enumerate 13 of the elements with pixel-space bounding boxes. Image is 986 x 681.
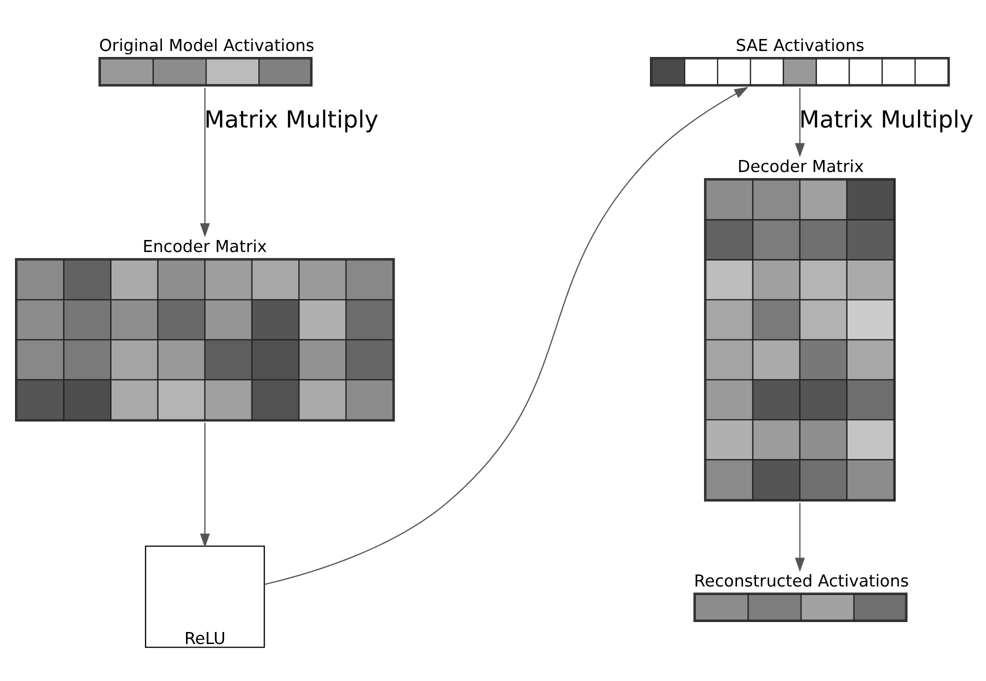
node-label: SAE Activations	[736, 35, 864, 54]
arrow	[200, 87, 210, 237]
arrow	[794, 87, 805, 157]
arrow	[264, 86, 748, 584]
node-label: Reconstructed Activations	[694, 570, 909, 590]
edge-label: Matrix Multiply	[799, 105, 974, 134]
edge-label: Matrix Multiply	[204, 105, 378, 134]
node-label: Decoder Matrix	[738, 156, 864, 176]
arrow	[794, 502, 805, 572]
node-label: Encoder Matrix	[142, 236, 267, 256]
node-box: ReLU	[144, 545, 265, 648]
arrow	[200, 422, 210, 548]
node-label: Original Model Activations	[99, 35, 314, 54]
